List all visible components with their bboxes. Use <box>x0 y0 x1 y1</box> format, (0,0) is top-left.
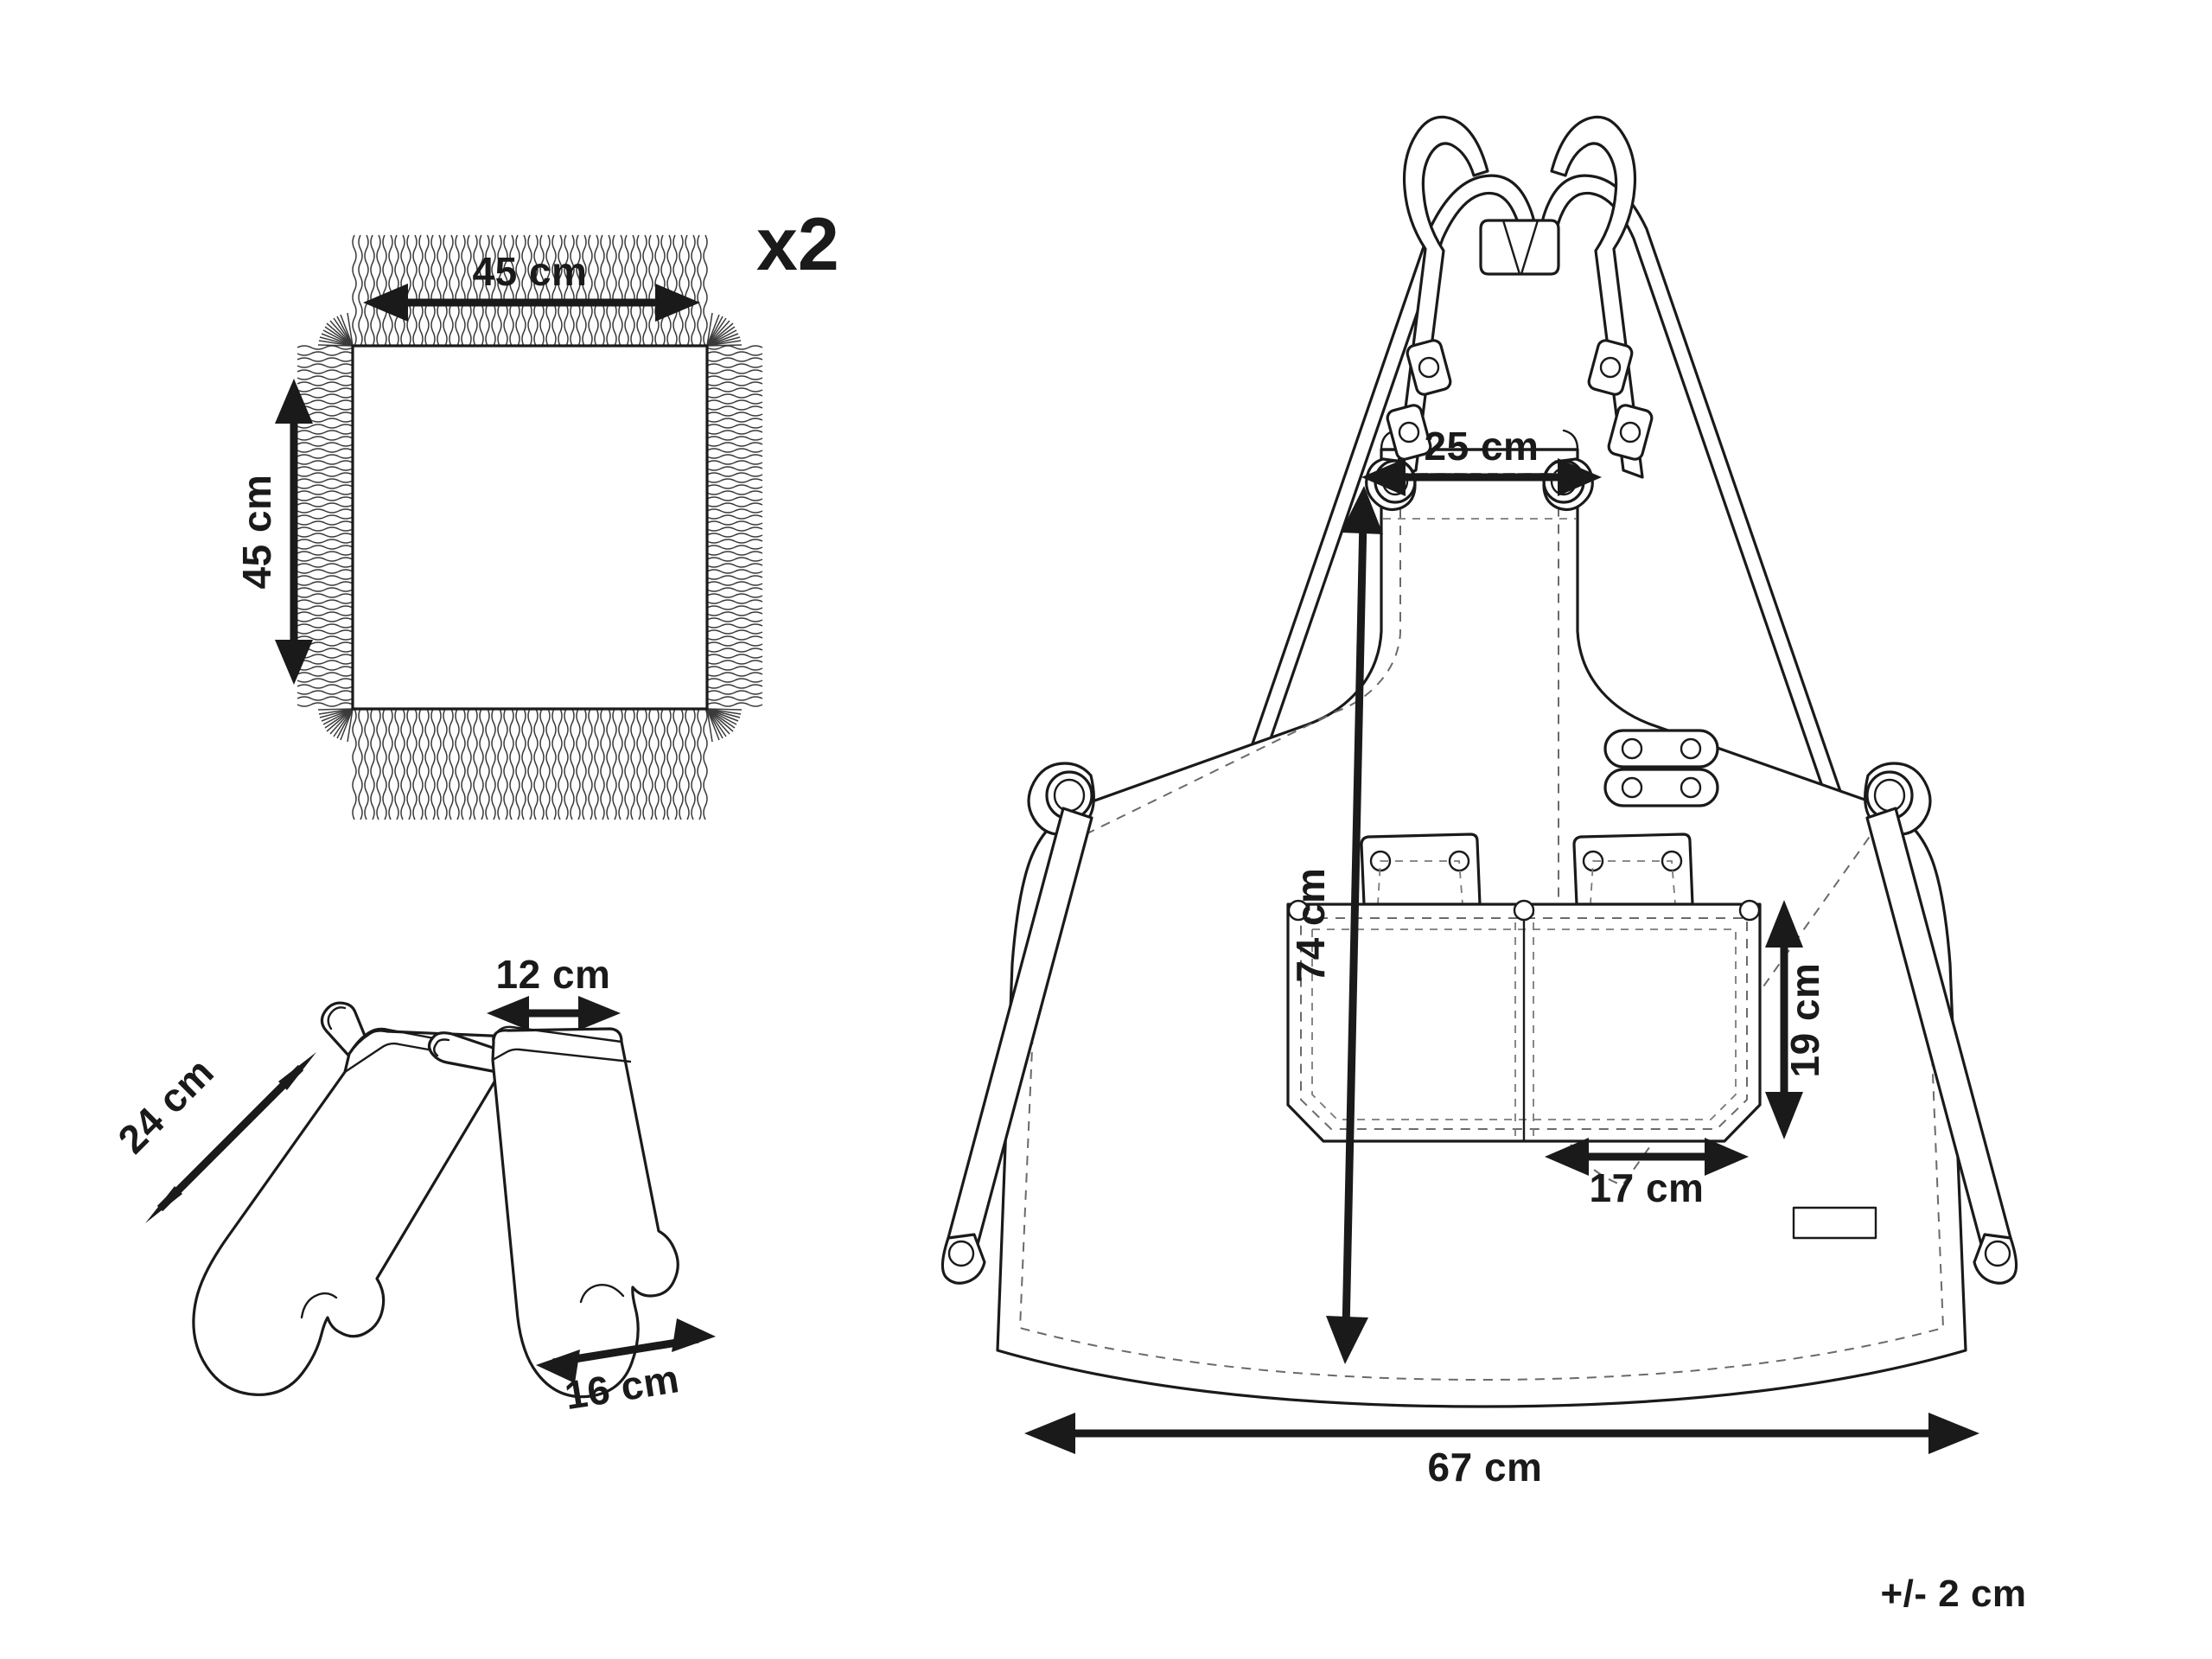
napkin-panel <box>351 344 709 711</box>
apron-illustration <box>940 115 2018 1408</box>
napkin-fringe-corners-top <box>317 312 743 347</box>
apron-pocket-flap-left <box>1360 833 1482 906</box>
napkin-height-label: 45 cm <box>234 475 279 590</box>
tolerance-note: +/- 2 cm <box>1880 1573 2026 1615</box>
mitt-left-body <box>192 1029 517 1396</box>
napkin-height-dimension <box>275 379 313 685</box>
apron-buckle-right-lower <box>1607 404 1654 461</box>
apron-hem-width-dimension <box>1024 1413 1979 1454</box>
napkin-illustration <box>296 234 763 820</box>
napkin-fringe-corners-bottom <box>317 708 743 743</box>
mitt-right-top-label: 12 cm <box>496 952 611 997</box>
apron-pocket-width-label: 17 cm <box>1590 1165 1705 1210</box>
apron-pocket-rivet-right <box>1738 899 1761 922</box>
mitt-right-body <box>491 1027 679 1399</box>
apron-pocket-flap-right <box>1572 833 1694 906</box>
apron-hem-width-label: 67 cm <box>1428 1445 1543 1490</box>
apron-strap-width-dimension <box>1361 458 1602 496</box>
mitt-right-thumb-line <box>579 1284 625 1304</box>
apron-pocket-height-label: 19 cm <box>1782 963 1827 1078</box>
mitt-right-cuff <box>492 1025 623 1043</box>
oven-mitt-left-illustration <box>192 1001 521 1396</box>
mitt-left-thumb-line <box>300 1292 338 1319</box>
apron-length-dimension <box>1326 486 1383 1364</box>
apron-strap-keeper <box>1479 219 1560 276</box>
napkin-fringe-bottom <box>352 708 708 820</box>
apron-pocket-height-dimension <box>1765 900 1803 1139</box>
oven-mitt-right-illustration <box>427 1025 679 1399</box>
napkin-width-label: 45 cm <box>473 249 588 294</box>
napkin-fringe-left <box>296 345 354 707</box>
apron-buckle-right-upper <box>1587 339 1634 396</box>
apron-brand-label <box>1792 1206 1877 1240</box>
napkin-quantity-label: x2 <box>756 203 839 286</box>
mitt-left-cuff <box>347 1027 513 1056</box>
napkin-fringe-right <box>706 345 763 707</box>
napkin-width-dimension <box>363 284 700 322</box>
apron-length-label: 74 cm <box>1288 868 1333 983</box>
mitt-left-diagonal-dimension <box>145 1052 316 1223</box>
apron-pocket-width-dimension <box>1545 1138 1749 1176</box>
apron-pocket-rivet-left <box>1287 899 1310 922</box>
apron-pocket-rivet-center <box>1513 899 1535 922</box>
apron-buckle-left-upper <box>1406 339 1452 396</box>
apron-pocket-stitch-outer <box>1300 917 1748 1130</box>
mitt-right-hanging-loop <box>427 1031 507 1075</box>
mitt-right-top-dimension <box>487 996 621 1030</box>
apron-tool-loop-tabs <box>1603 729 1719 807</box>
napkin-fringe-top <box>352 234 708 347</box>
mitt-right-bottom-dimension <box>536 1318 716 1383</box>
apron-strap-width-label: 25 cm <box>1425 424 1539 469</box>
mitt-left-diagonal-label: 24 cm <box>109 1049 222 1162</box>
apron-pocket-stitch-inner <box>1311 928 1737 1120</box>
apron-buckle-left-lower <box>1386 404 1432 461</box>
